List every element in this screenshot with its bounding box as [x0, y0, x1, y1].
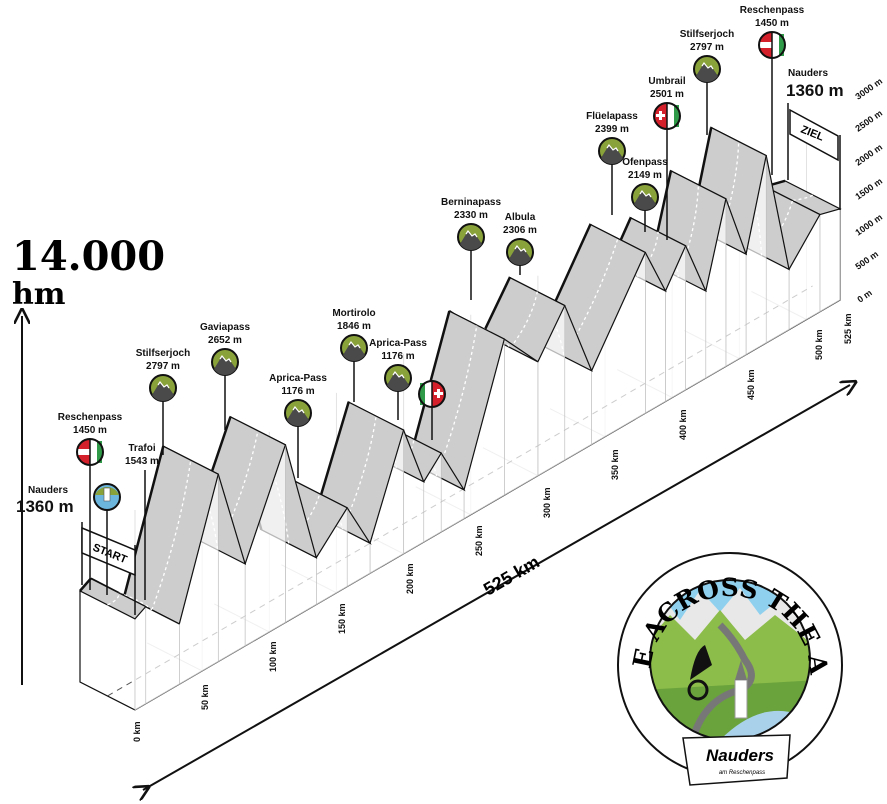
total-climb-value: 14.000 — [12, 233, 165, 280]
marker-name: Reschenpass — [740, 5, 805, 16]
km-tick-label: 400 km — [678, 409, 688, 440]
marker-stilfserjoch: Stilfserjoch 2797 m — [680, 29, 734, 135]
logo-town-sub: am Reschenpass — [719, 770, 765, 776]
road-line — [476, 324, 511, 349]
marker-aprica-pass: Aprica-Pass 1176 m — [369, 338, 427, 420]
road-line — [107, 592, 120, 606]
road-line — [717, 141, 740, 241]
marker-name: Mortirolo — [332, 308, 375, 319]
profile-wall — [134, 605, 147, 711]
marker-berninapass: Berninapass 2330 m — [441, 197, 501, 300]
marker-elevation: 2652 m — [208, 335, 242, 346]
marker-trafoi: Trafoi 1543 m — [125, 443, 159, 600]
marker-elevation: 2797 m — [690, 42, 724, 53]
elevation-tick-label: 2500 m — [853, 108, 884, 134]
elevation-tick-label: 3000 m — [853, 76, 884, 102]
marker-nauders: Nauders 1360 m — [786, 68, 844, 100]
logo-town: Nauders — [706, 746, 774, 765]
marker-stilfserjoch: Stilfserjoch 2797 m — [136, 348, 190, 455]
marker-name: Aprica-Pass — [269, 373, 327, 384]
marker-name: Albula — [505, 212, 536, 223]
marker-name: Berninapass — [441, 197, 501, 208]
marker-elevation: 1360 m — [786, 81, 844, 100]
marker-aprica-pass: Aprica-Pass 1176 m — [269, 373, 327, 478]
marker-elevation: 1176 m — [281, 386, 314, 397]
marker-elevation: 1450 m — [73, 425, 107, 436]
road-line — [792, 194, 814, 202]
start-banner: START — [81, 522, 136, 615]
km-tick-label: 525 km — [843, 313, 853, 344]
km-tick-label: 150 km — [337, 603, 347, 634]
marker-elevation: 2797 m — [146, 361, 180, 372]
marker-name: Reschenpass — [58, 412, 123, 423]
km-tick-label: 300 km — [542, 487, 552, 518]
marker-name: Umbrail — [648, 76, 685, 87]
marker-name: Nauders — [788, 68, 828, 79]
profile-wall — [819, 208, 841, 313]
finish-banner: ZIEL — [787, 103, 841, 210]
km-tick-label: 500 km — [814, 329, 824, 360]
marker-gaviapass: Gaviapass 2652 m — [200, 322, 250, 430]
marker-name: Stilfserjoch — [136, 348, 190, 359]
marker-fl-elapass: Flüelapass 2399 m — [586, 111, 638, 215]
total-climb-unit: hm — [12, 277, 66, 312]
road-line — [677, 184, 700, 278]
marker-mortirolo: Mortirolo 1846 m — [332, 308, 376, 402]
marker-elevation: 2399 m — [595, 124, 629, 135]
elevation-tick-label: 0 m — [855, 288, 873, 305]
marker-name: Aprica-Pass — [369, 338, 427, 349]
marker-albula: Albula 2306 m — [503, 212, 537, 275]
profile-wall — [504, 338, 539, 496]
marker-elevation: 2330 m — [454, 210, 488, 221]
marker-elevation: 2501 m — [650, 89, 684, 100]
elevation-tick-label: 1500 m — [853, 176, 884, 202]
marker-name: Nauders — [28, 485, 68, 496]
km-tick-label: 0 km — [132, 721, 142, 742]
distance-arrow — [143, 385, 850, 790]
marker-name: Trafoi — [128, 443, 155, 454]
km-tick-label: 50 km — [200, 684, 210, 710]
marker-umbrail: Umbrail 2501 m — [648, 76, 686, 240]
marker-elevation: 1450 m — [755, 18, 789, 29]
marker-elevation: 2306 m — [503, 225, 537, 236]
km-axis: 0 km 50 km 100 km 150 km 200 km 250 km 300 km 3… — [132, 313, 853, 742]
elevation-tick-label: 2000 m — [853, 142, 884, 168]
marker-ofenpass: Ofenpass 2149 m — [622, 157, 668, 232]
marker-name: Flüelapass — [586, 111, 638, 122]
ridge-line — [481, 277, 511, 335]
km-tick-label: 350 km — [610, 449, 620, 480]
km-tick-label: 450 km — [746, 369, 756, 400]
ridge-line — [79, 577, 92, 592]
elevation-tick-label: 500 m — [853, 249, 880, 272]
km-tick-label: 250 km — [474, 525, 484, 556]
marker-name: Gaviapass — [200, 322, 250, 333]
marker-name: Stilfserjoch — [680, 29, 734, 40]
marker-name: Ofenpass — [622, 157, 668, 168]
road-line — [563, 238, 619, 358]
total-distance-label: 525 km — [480, 552, 543, 600]
marker-elevation: 1176 m — [381, 351, 414, 362]
marker-border-crossing — [418, 380, 446, 440]
marker-elevation: 1360 m — [16, 497, 74, 516]
km-tick-label: 100 km — [268, 641, 278, 672]
marker-elevation: 2149 m — [628, 170, 662, 181]
road-line — [637, 231, 659, 278]
elevation-tick-label: 1000 m — [853, 212, 884, 238]
marker-elevation: 1543 m — [125, 456, 159, 467]
marker-elevation: 1846 m — [337, 321, 371, 332]
marker-reschenpass: Reschenpass 1450 m — [58, 412, 123, 590]
elevation-axis: 3000 m 2500 m 2000 m 1500 m 1000 m 500 m 0 m — [853, 76, 884, 305]
marker-reschenpass: Reschenpass 1450 m — [740, 5, 805, 175]
km-tick-label: 200 km — [405, 563, 415, 594]
